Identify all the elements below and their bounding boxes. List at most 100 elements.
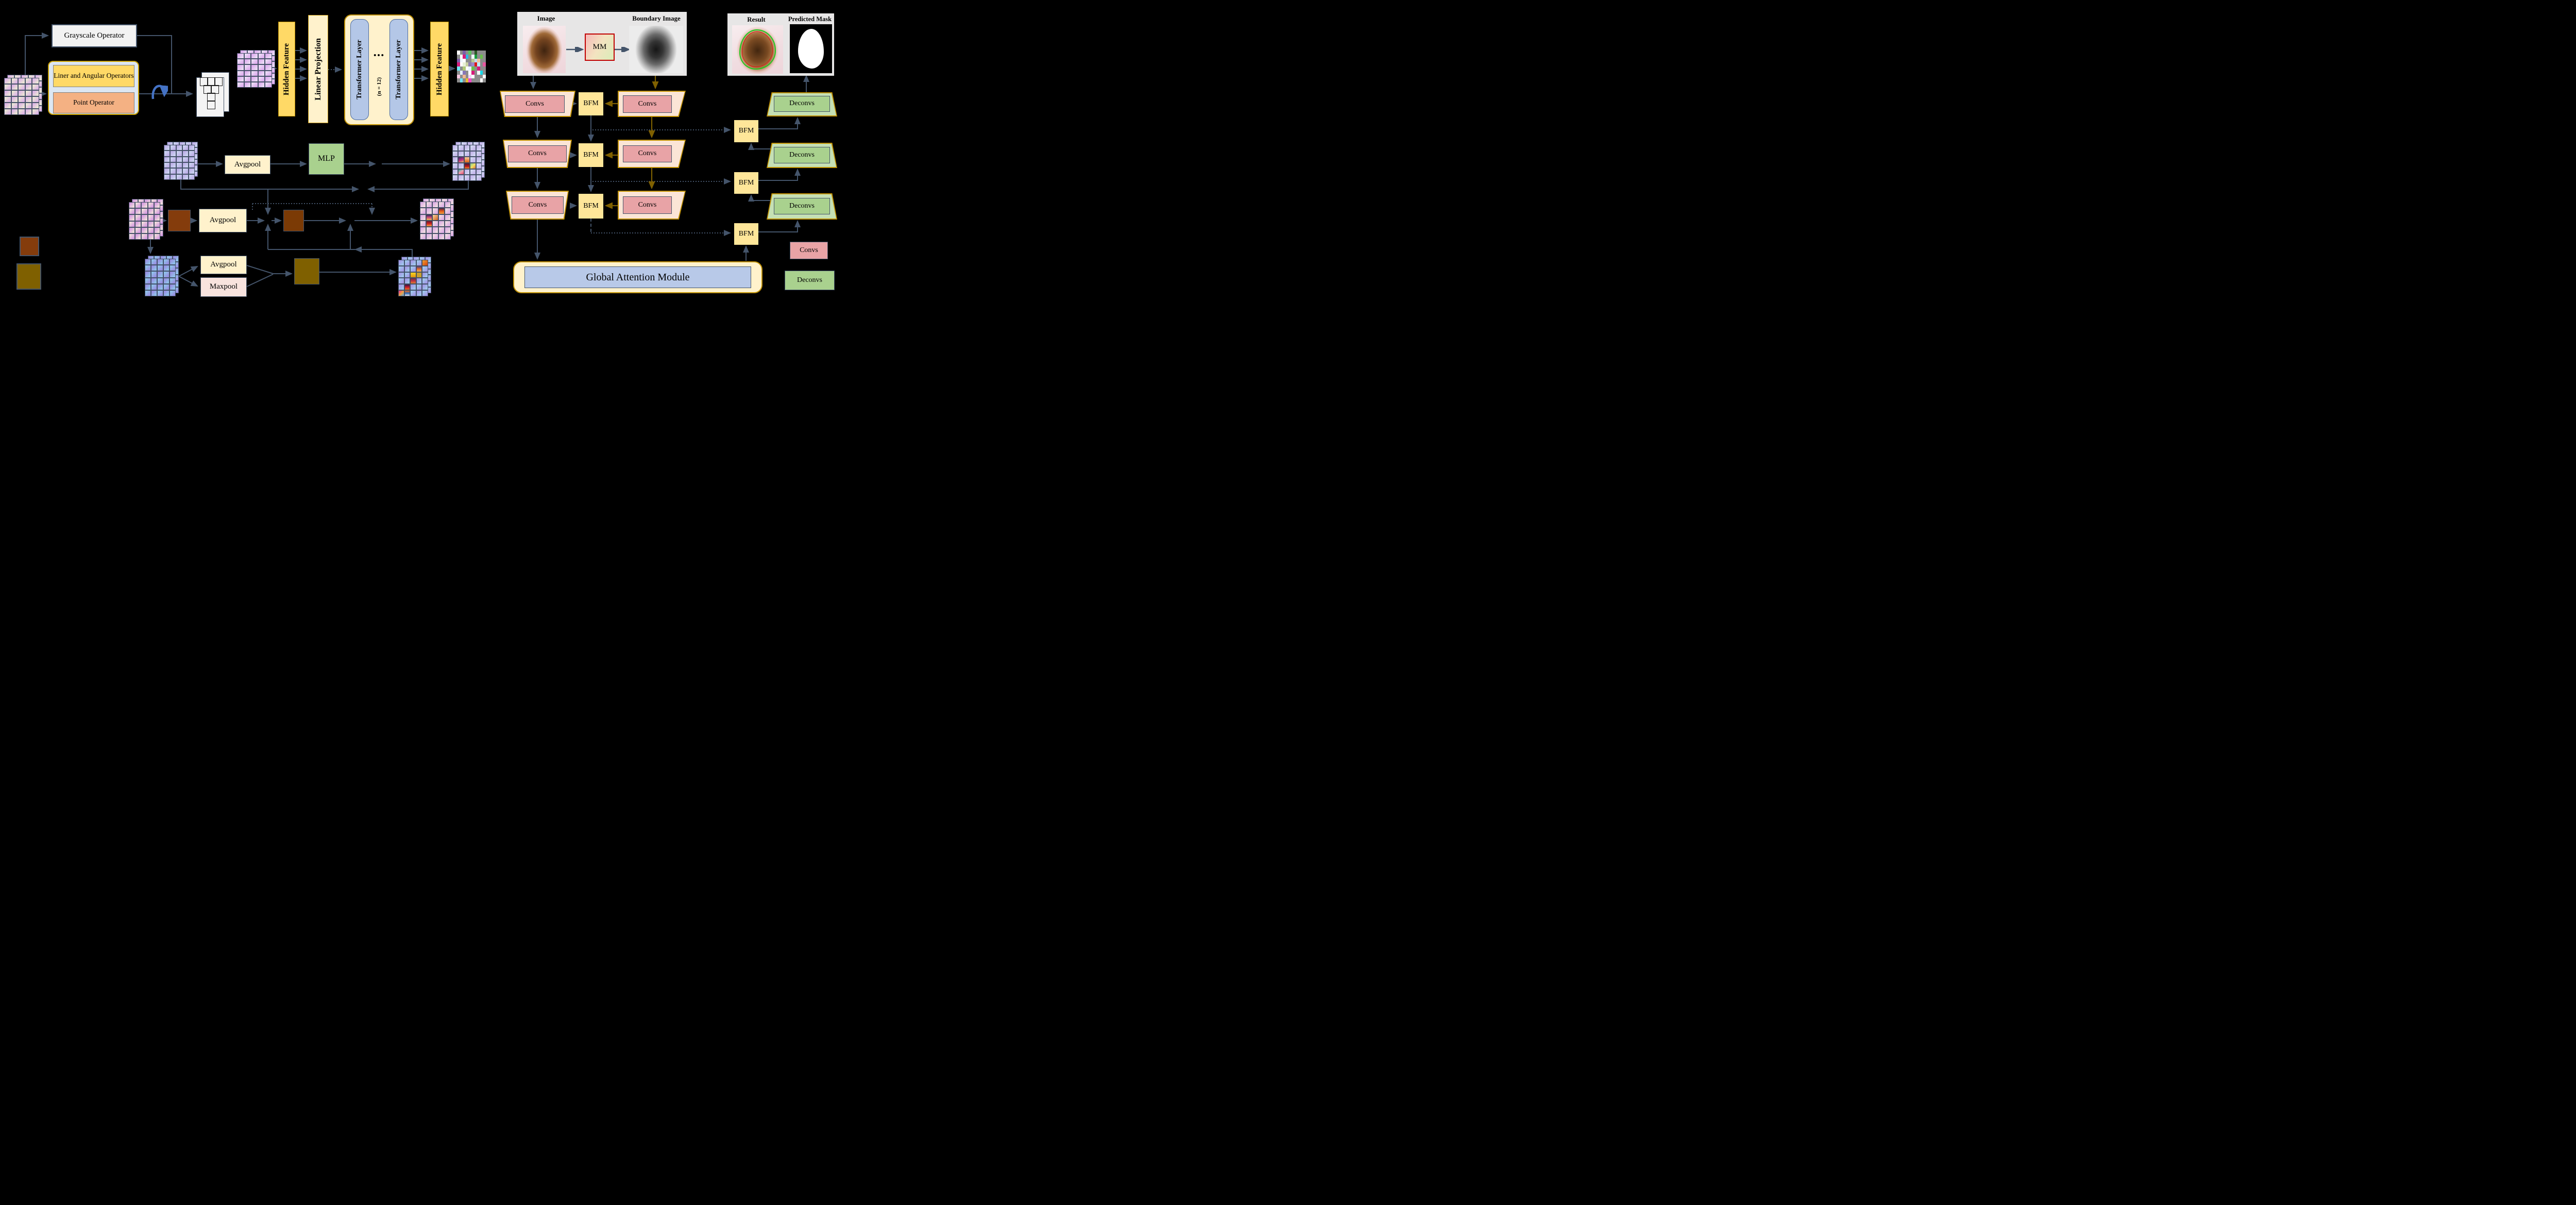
- grid-cell: [471, 54, 474, 59]
- grid-cell: [170, 150, 176, 157]
- grid-cell: [445, 214, 451, 221]
- grid-cell: [468, 66, 471, 71]
- grid-cell: [189, 162, 195, 169]
- result-contour-green: [739, 29, 776, 70]
- grid-cell: [471, 70, 474, 75]
- grid-cell: [452, 145, 459, 151]
- grid-cell: [145, 271, 151, 278]
- grid-cell: [32, 96, 39, 103]
- grid-cell: [438, 220, 445, 227]
- grid-cell: [422, 265, 428, 272]
- grid-cell: [410, 265, 416, 272]
- grid-cell: [416, 290, 422, 296]
- grid-cell: [422, 272, 428, 278]
- grid-cell: [457, 58, 460, 63]
- boundary-image: [629, 26, 683, 73]
- grid-cell: [251, 64, 258, 71]
- rotation-arrow-icon: [151, 85, 168, 99]
- grid-cell: [479, 142, 485, 148]
- grid-cell: [468, 74, 471, 79]
- grid-cell: [237, 64, 244, 71]
- grid-cell: [457, 51, 460, 55]
- grid-cell: [145, 277, 151, 284]
- grid-cell: [471, 78, 474, 82]
- grid-cell: [141, 233, 148, 240]
- image-to-mm-arrow: [566, 47, 584, 52]
- avgpool-a-label: Avgpool: [234, 160, 261, 169]
- global-attention-module-label: Global Attention Module: [586, 271, 690, 283]
- grid-cell: [422, 284, 428, 291]
- mm-to-boundary-arrow: [615, 47, 631, 52]
- grid-cell: [477, 70, 480, 75]
- encoder-convs-left-3-label: Convs: [528, 200, 547, 209]
- result-label-text: Result: [747, 15, 766, 23]
- grid-cell: [182, 150, 189, 157]
- grid-cell: [474, 58, 478, 63]
- encoder-bfm-3-label: BFM: [583, 202, 599, 210]
- grid-cell: [470, 175, 476, 181]
- grid-cell: [237, 59, 244, 65]
- legend-brown-square: [20, 237, 39, 256]
- grid-cell: [426, 208, 432, 214]
- grid-cell: [4, 96, 11, 103]
- grid-cell: [463, 70, 466, 75]
- avgpool-a-box: Avgpool: [225, 155, 270, 174]
- deconvs-1: Deconvs: [774, 96, 830, 112]
- grid-cell: [477, 78, 480, 82]
- grid-cell: [483, 78, 486, 82]
- grid-cell: [4, 78, 11, 84]
- image-label: Image: [526, 14, 567, 23]
- grid-cell: [404, 278, 411, 284]
- feature-grid-layer: [4, 78, 39, 115]
- grid-cell: [237, 76, 244, 82]
- grid-cell: [154, 233, 160, 240]
- grid-cell: [398, 260, 404, 266]
- grid-cell: [483, 51, 486, 55]
- grid-cell: [265, 64, 272, 71]
- grid-cell: [460, 54, 463, 59]
- grid-cell: [463, 66, 466, 71]
- grid-cell: [11, 78, 19, 84]
- grid-cell: [463, 62, 466, 66]
- encoder-convs-right-2: Convs: [623, 145, 672, 162]
- grid-cell: [420, 233, 426, 240]
- deconvs-3-label: Deconvs: [789, 202, 815, 210]
- grid-cell: [477, 58, 480, 63]
- grid-cell: [170, 174, 176, 180]
- grid-cell: [145, 265, 151, 272]
- grid-cell: [258, 53, 265, 59]
- encoder-trap-right-2: Convs: [618, 140, 686, 168]
- grid-cell: [176, 168, 182, 174]
- grid-cell: [237, 81, 244, 88]
- decoder-trap-3: Deconvs: [767, 193, 837, 220]
- grid-cell: [164, 145, 170, 151]
- grid-cell: [476, 145, 482, 151]
- encoder-bfm-2-label: BFM: [583, 150, 599, 159]
- grid-cell: [483, 54, 486, 59]
- grid-cell: [141, 221, 148, 227]
- encoder-convs-right-3: Convs: [623, 196, 672, 214]
- grid-cell: [458, 169, 464, 175]
- grid-cell: [477, 74, 480, 79]
- grid-cell: [164, 162, 170, 169]
- grid-cell: [420, 214, 426, 221]
- encoder-bfm-2: BFM: [579, 143, 603, 167]
- grid-cell: [422, 260, 428, 266]
- grid-cell: [129, 221, 135, 227]
- grid-cell: [398, 265, 404, 272]
- encoder-trap-left-1: Convs: [500, 91, 575, 117]
- grid-cell: [468, 54, 471, 59]
- encoder-convs-right-1-label: Convs: [638, 99, 657, 108]
- grid-cell: [457, 54, 460, 59]
- grid-cell: [480, 62, 483, 66]
- grid-cell: [452, 175, 459, 181]
- grid-cell: [265, 53, 272, 59]
- grid-cell: [457, 62, 460, 66]
- grid-cell: [404, 290, 411, 296]
- grid-cell: [458, 163, 464, 169]
- encoder-bfm-1-label: BFM: [583, 99, 599, 108]
- feature-noise-grid: [457, 51, 486, 82]
- grid-cell: [244, 81, 251, 88]
- legend-convs-label: Convs: [800, 246, 818, 254]
- encoder-convs-left-2-label: Convs: [528, 149, 547, 158]
